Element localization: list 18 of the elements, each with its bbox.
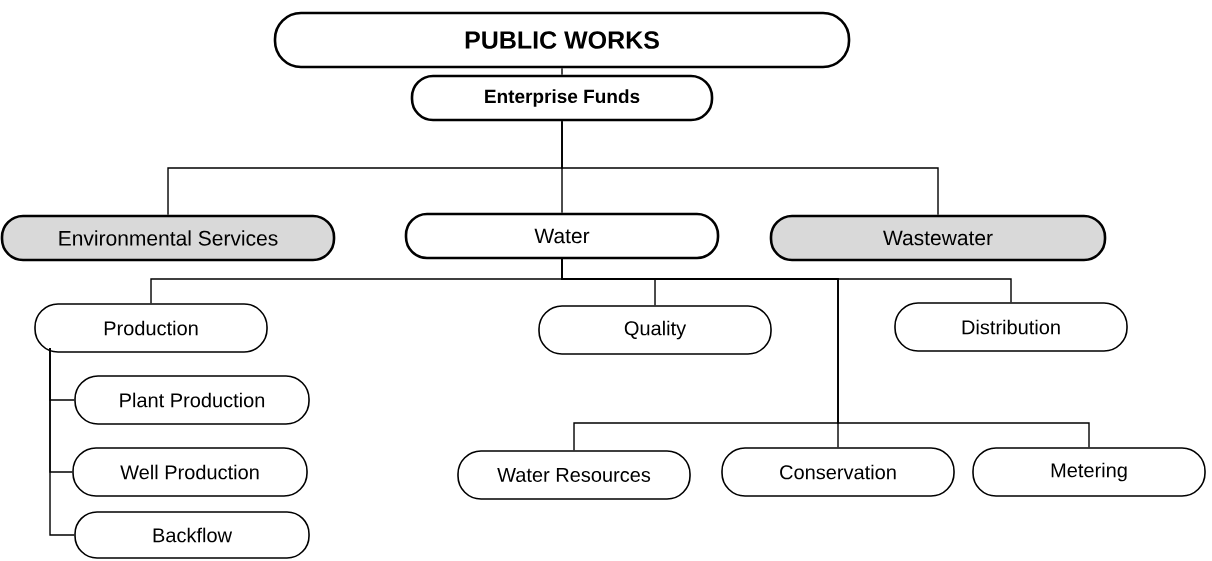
unit-box: Conservation — [721, 447, 955, 497]
section-box: Quality — [538, 305, 772, 355]
section-box: Distribution — [894, 302, 1128, 352]
division-box: Environmental Services — [0, 214, 336, 262]
title-box: PUBLIC WORKS — [273, 11, 851, 69]
unit-box: Well Production — [72, 447, 308, 497]
section-box: Production — [34, 303, 268, 353]
division-box: Wastewater — [769, 214, 1107, 262]
connector — [561, 258, 1090, 448]
unit-box: Plant Production — [74, 375, 310, 425]
group-box: Enterprise Funds — [410, 74, 714, 122]
unit-box: Water Resources — [457, 450, 691, 500]
connector — [561, 67, 563, 76]
connector — [49, 347, 75, 536]
division-box: Water — [404, 212, 720, 260]
unit-box: Metering — [972, 447, 1206, 497]
connector — [561, 120, 939, 216]
unit-box: Backflow — [74, 511, 310, 559]
